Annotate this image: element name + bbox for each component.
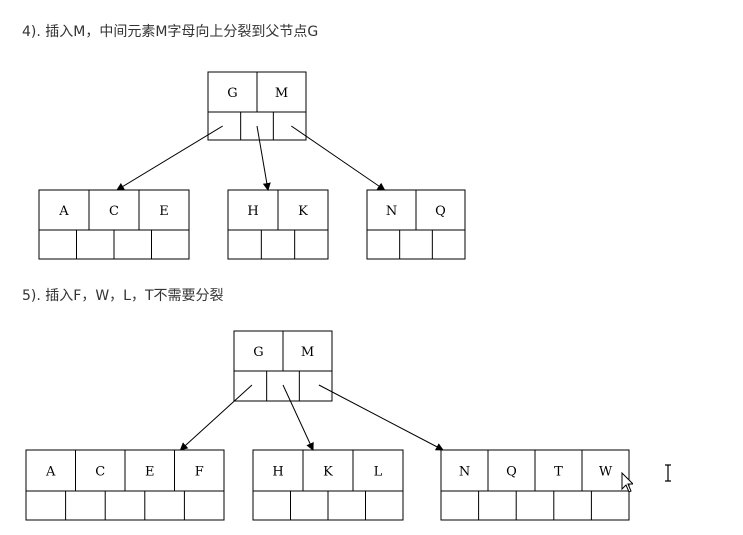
arrow-cursor-icon — [621, 472, 633, 493]
child-pointer-arrow — [116, 125, 223, 191]
child-pointer-arrow — [282, 384, 314, 451]
key-label: G — [253, 345, 263, 360]
key-label: K — [298, 204, 308, 219]
step-4-title: 4). 插入M，中间元素M字母向上分裂到父节点G — [22, 24, 319, 40]
key-label: G — [227, 86, 237, 101]
child-pointer-arrow — [256, 125, 271, 191]
key-label: H — [247, 204, 258, 219]
child-pointer-arrow — [179, 384, 253, 451]
key-label: M — [275, 86, 288, 101]
child-pointer-arrow — [291, 125, 386, 191]
key-label: C — [109, 204, 119, 219]
key-label: W — [599, 465, 613, 480]
child-pointer-arrow — [318, 384, 444, 451]
key-label: C — [95, 465, 105, 480]
key-label: A — [58, 204, 69, 219]
key-label: F — [195, 465, 204, 480]
key-label: N — [459, 465, 470, 480]
key-label: Q — [435, 204, 446, 219]
key-label: L — [374, 465, 383, 480]
key-label: A — [45, 465, 56, 480]
key-label: T — [554, 465, 563, 480]
key-label: H — [272, 465, 283, 480]
key-label: N — [386, 204, 397, 219]
step-5-title: 5). 插入F，W，L，T不需要分裂 — [22, 288, 224, 304]
ibeam-cursor-icon — [665, 464, 671, 482]
key-label: M — [301, 345, 314, 360]
key-label: E — [145, 465, 155, 480]
key-label: E — [159, 204, 169, 219]
key-label: Q — [506, 465, 517, 480]
key-label: K — [323, 465, 333, 480]
